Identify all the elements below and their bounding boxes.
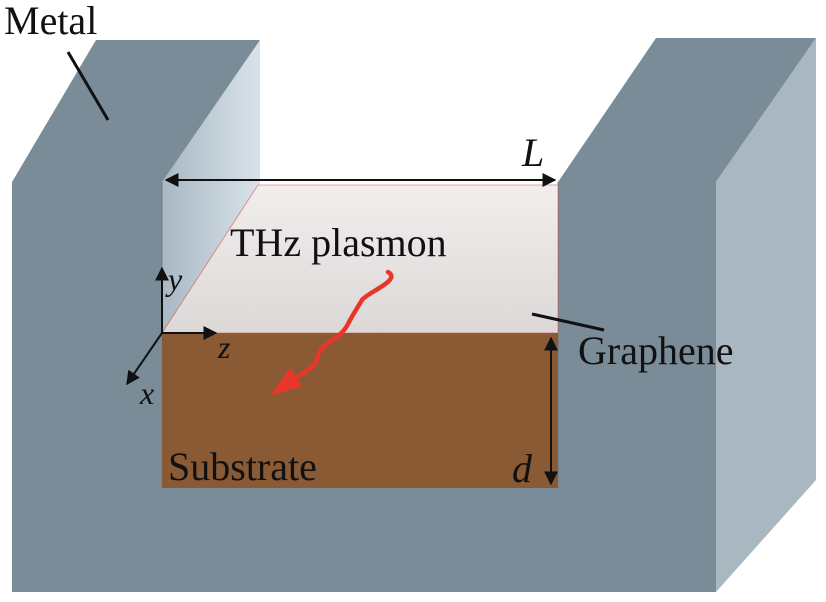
metal-right-top-face <box>558 38 816 182</box>
substrate-block <box>162 333 558 488</box>
graphene-sheet <box>161 184 559 334</box>
x-axis-arrow <box>126 332 163 386</box>
depth-label: d <box>512 446 533 491</box>
plasmon-wave-arrow <box>270 269 394 396</box>
metal-right-side-face <box>716 38 816 592</box>
graphene-leader-line <box>531 312 605 332</box>
axis-z-label: z <box>217 329 231 365</box>
plasmon-label: THz plasmon <box>230 220 447 265</box>
metal-left-top-face <box>12 40 260 182</box>
metal-leader-line <box>66 51 110 121</box>
length-label: L <box>521 130 544 175</box>
axis-y-label: y <box>165 261 183 297</box>
metal-label: Metal <box>4 0 97 43</box>
graphene-label: Graphene <box>578 328 733 373</box>
substrate-label: Substrate <box>168 444 317 489</box>
coordinate-axes <box>126 266 218 386</box>
metal-front-face <box>12 182 716 592</box>
axis-x-label: x <box>139 375 154 411</box>
